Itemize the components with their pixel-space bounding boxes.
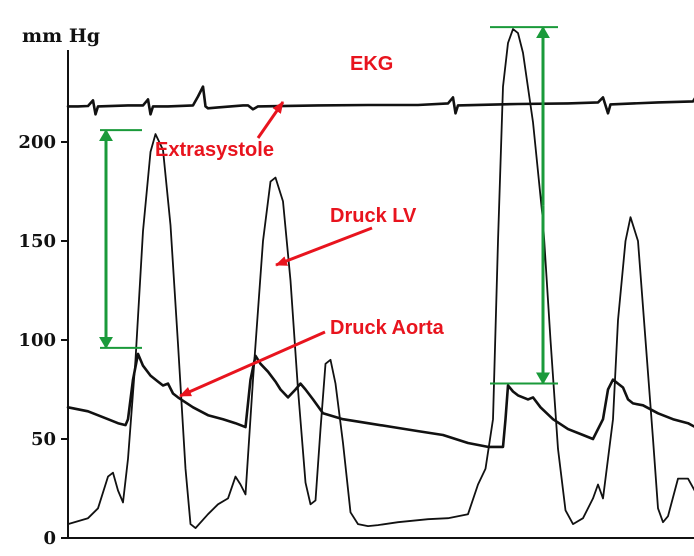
measurement-group [99,26,558,385]
annotation-extrasystole: Extrasystole [155,139,274,161]
y-tick-label: 100 [18,330,56,351]
trace-aorta [66,352,694,449]
arrow-druck-lv [275,226,373,267]
y-tick-label: 150 [18,231,56,252]
trace-group [66,28,694,529]
y-tick-label: 50 [31,429,56,450]
annotation-druck-lv: Druck LV [330,205,417,227]
arrow-extrasystole [256,101,285,139]
y-tick-label: 200 [18,132,56,153]
trace-lv [67,28,694,529]
y-axis: 0 50 100 150 200 mm Hg [18,25,694,549]
trace-ekg [66,85,694,116]
annotation-druck-aorta: Druck Aorta [330,317,445,339]
annotation-ekg: EKG [350,53,393,75]
y-tick-label: 0 [43,528,56,549]
arrow-druck-aorta [179,330,326,398]
y-unit-label: mm Hg [22,25,100,47]
annotation-group: EKG Extrasystole Druck LV Druck Aorta [155,53,445,398]
